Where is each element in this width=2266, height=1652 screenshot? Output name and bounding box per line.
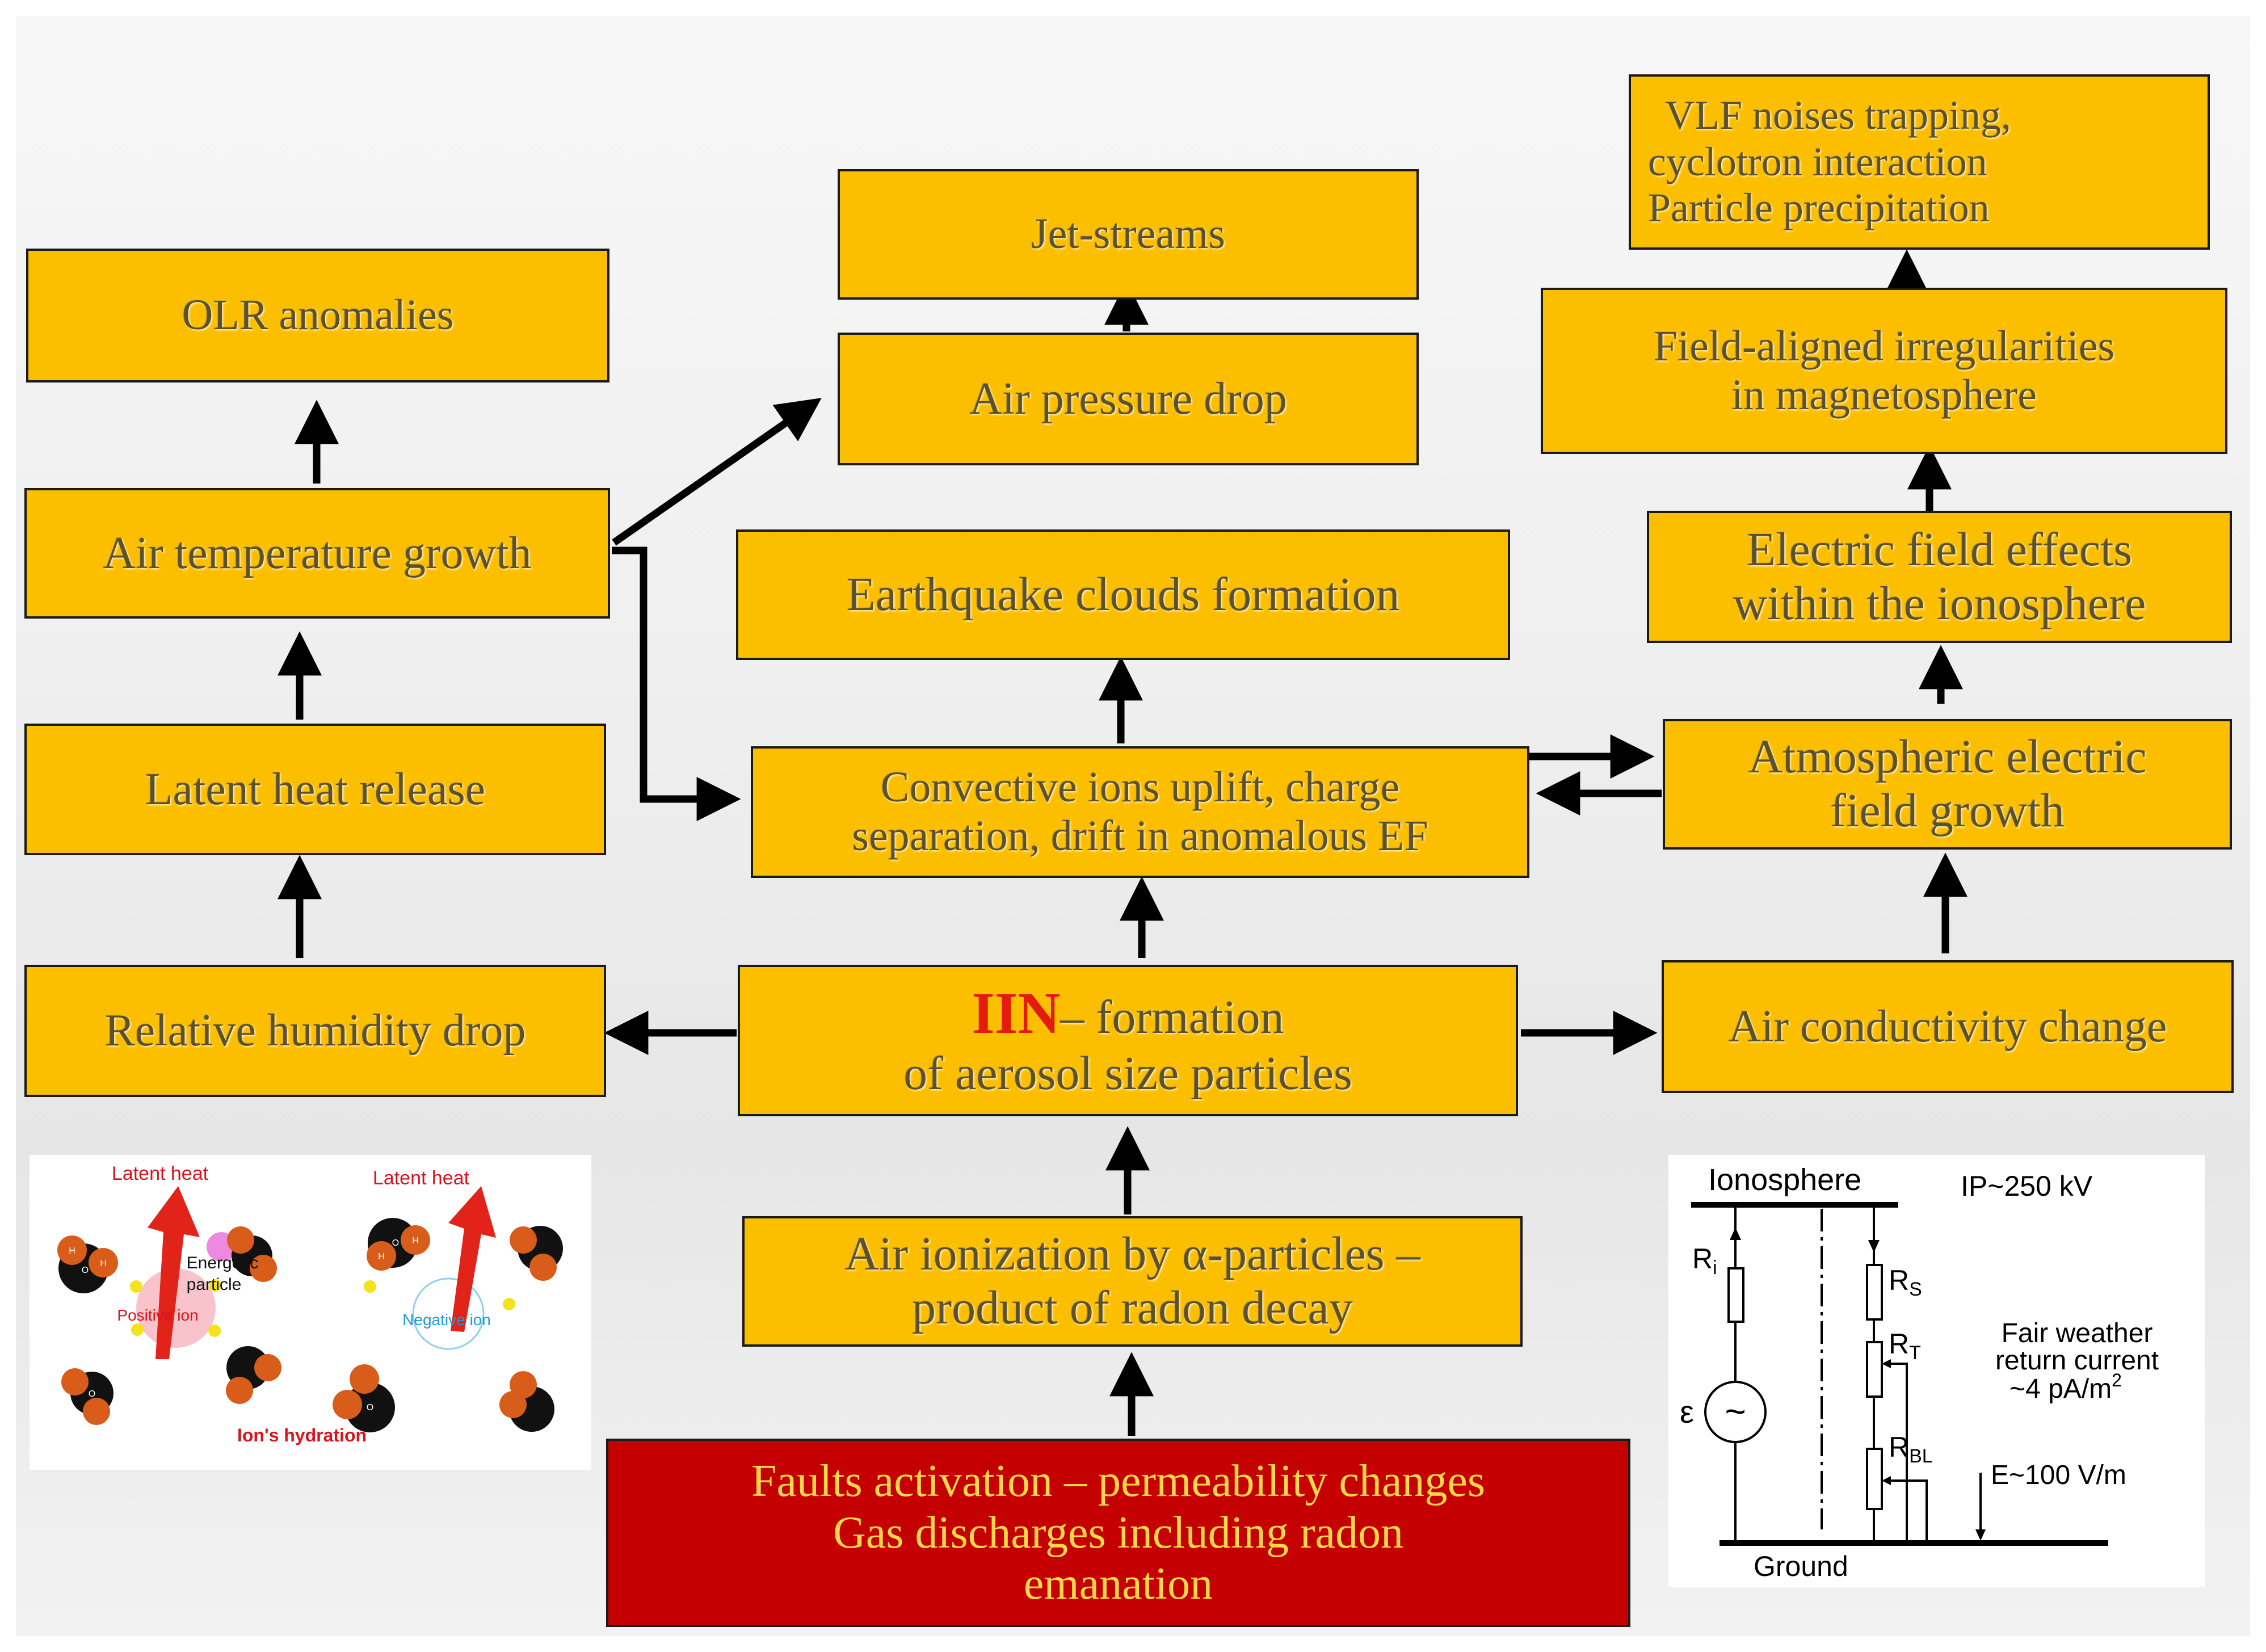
ion-hydration-inset: H H O H H O O O Latent heat Latent heat …	[30, 1155, 591, 1470]
box-atmospheric-electric-field: Atmospheric electric field growth	[1663, 719, 2232, 850]
current-arrow-down	[1868, 1240, 1880, 1252]
label-earthquake-clouds: Earthquake clouds formation	[846, 568, 1400, 621]
charge-dots	[130, 1279, 515, 1337]
label-convective-line-1: Convective ions uplift, charge	[880, 763, 1400, 812]
atom-letters: H H O H H O O O	[69, 1236, 419, 1413]
label-field-aligned-line-1: Field-aligned irregularities	[1653, 322, 2115, 370]
atom-h: H	[69, 1246, 75, 1256]
ri-label: Ri	[1692, 1243, 1717, 1279]
box-faults-activation: Faults activation – permeability changes…	[606, 1439, 1630, 1627]
rbl-label: RBL	[1889, 1431, 1933, 1467]
label-faults-line-2: Gas discharges including radon	[833, 1507, 1403, 1558]
latent-heat-arrow-1	[148, 1186, 200, 1359]
atom-o: O	[82, 1266, 89, 1275]
energetic-label-2: particle	[187, 1275, 242, 1294]
ip-label: IP~250 kV	[1961, 1170, 2093, 1202]
negative-ion-halo	[412, 1277, 485, 1350]
label-relative-humidity-drop: Relative humidity drop	[104, 1006, 526, 1056]
latent-heat-label-2: Latent heat	[373, 1167, 470, 1189]
box-air-pressure-drop: Air pressure drop	[838, 333, 1419, 465]
resistor-rs	[1866, 1264, 1883, 1321]
efield-label: E~100 V/m	[1991, 1460, 2126, 1490]
efield-arrow	[1975, 1529, 1986, 1541]
ionosphere-label: Ionosphere	[1708, 1163, 1861, 1197]
rs-label: RS	[1889, 1264, 1922, 1300]
resistor-rbl	[1866, 1448, 1883, 1510]
fair-weather-line-3: ~4 pA/m2	[2009, 1370, 2122, 1404]
arrow-temp-to-pressure	[612, 398, 822, 546]
label-faults-line-3: emanation	[1023, 1559, 1213, 1609]
atom-h: H	[100, 1259, 107, 1268]
tilde-symbol: ~	[1725, 1391, 1746, 1432]
label-atm-field-line-1: Atmospheric electric	[1748, 730, 2147, 784]
resistor-rt	[1866, 1341, 1883, 1398]
current-arrow-up	[1730, 1228, 1741, 1240]
atom-h: H	[378, 1252, 385, 1262]
iin-mark: IIN	[972, 981, 1061, 1046]
label-electric-effects-line-2: within the ionosphere	[1733, 577, 2146, 630]
global-circuit-figure: Ionosphere IP~250 kV Ri RS RT RBL ε ~ Fa…	[1680, 1163, 2159, 1582]
rt-label: RT	[1889, 1328, 1921, 1364]
ground-label: Ground	[1754, 1550, 1848, 1582]
label-iin-line-2: of aerosol size particles	[903, 1046, 1352, 1100]
water-molecules	[57, 1218, 563, 1432]
label-convective-line-2: separation, drift in anomalous EF	[852, 812, 1428, 860]
label-air-temperature-growth: Air temperature growth	[103, 528, 532, 578]
label-field-aligned-line-2: in magnetosphere	[1731, 371, 2037, 419]
box-latent-heat-release: Latent heat release	[24, 724, 606, 855]
box-jet-streams: Jet-streams	[838, 169, 1419, 300]
label-air-conductivity-change: Air conductivity change	[1728, 1001, 2167, 1052]
box-earthquake-clouds: Earthquake clouds formation	[736, 529, 1510, 660]
fair-weather-line-2: return current	[1995, 1346, 2159, 1376]
positive-ion-label: Positive ion	[117, 1306, 198, 1324]
label-jet-streams: Jet-streams	[1031, 210, 1225, 258]
box-air-conductivity-change: Air conductivity change	[1662, 960, 2234, 1093]
label-latent-heat-release: Latent heat release	[145, 764, 486, 814]
energetic-label-1: Energetic	[187, 1254, 259, 1272]
ion-hydration-figure: H H O H H O O O Latent heat Latent heat …	[57, 1163, 563, 1445]
fair-weather-line-1: Fair weather	[2002, 1318, 2153, 1348]
box-iin-formation: IIN– formation of aerosol size particles	[738, 965, 1518, 1116]
label-electric-effects-line-1: Electric field effects	[1746, 523, 2133, 576]
box-field-aligned-irregularities: Field-aligned irregularities in magnetos…	[1541, 288, 2227, 454]
atom-h: H	[412, 1236, 419, 1246]
hydration-caption: Ion's hydration	[237, 1425, 367, 1445]
atom-o: O	[392, 1238, 399, 1248]
box-convective-ions-uplift: Convective ions uplift, charge separatio…	[751, 746, 1529, 878]
label-vlf-line-3: Particle precipitation	[1648, 185, 1990, 231]
label-air-pressure-drop: Air pressure drop	[969, 373, 1287, 424]
label-faults-line-1: Faults activation – permeability changes	[751, 1456, 1485, 1507]
label-ionization-line-2: product of radon decay	[912, 1281, 1353, 1334]
label-vlf-line-2: cyclotron interaction	[1648, 138, 1987, 184]
box-electric-field-effects: Electric field effects within the ionosp…	[1647, 511, 2232, 643]
box-air-ionization: Air ionization by α-particles – product …	[742, 1216, 1523, 1347]
box-relative-humidity-drop: Relative humidity drop	[24, 965, 606, 1097]
resistor-ri	[1727, 1267, 1744, 1323]
positive-ion-halo	[136, 1268, 216, 1348]
box-vlf-noises: VLF noises trapping, cyclotron interacti…	[1629, 74, 2210, 250]
atom-o: O	[89, 1389, 95, 1399]
iin-title-line: IIN– formation	[972, 980, 1284, 1047]
label-vlf-line-1: VLF noises trapping,	[1665, 93, 2011, 138]
box-air-temperature-growth: Air temperature growth	[24, 488, 610, 619]
negative-ion-label: Negative ion	[402, 1311, 491, 1329]
latent-heat-label-1: Latent heat	[112, 1163, 209, 1184]
iin-rest: – formation	[1060, 991, 1284, 1044]
label-ionization-line-1: Air ionization by α-particles –	[844, 1228, 1420, 1281]
latent-heat-arrow-2	[448, 1186, 496, 1332]
label-atm-field-line-2: field growth	[1830, 784, 2065, 837]
epsilon-label: ε	[1680, 1394, 1694, 1430]
arrow-temp-to-convective	[612, 547, 741, 821]
box-olr-anomalies: OLR anomalies	[26, 249, 609, 382]
global-circuit-inset: Ionosphere IP~250 kV Ri RS RT RBL ε ~ Fa…	[1668, 1155, 2205, 1587]
label-olr-anomalies: OLR anomalies	[182, 291, 454, 339]
atom-o: O	[367, 1403, 373, 1413]
